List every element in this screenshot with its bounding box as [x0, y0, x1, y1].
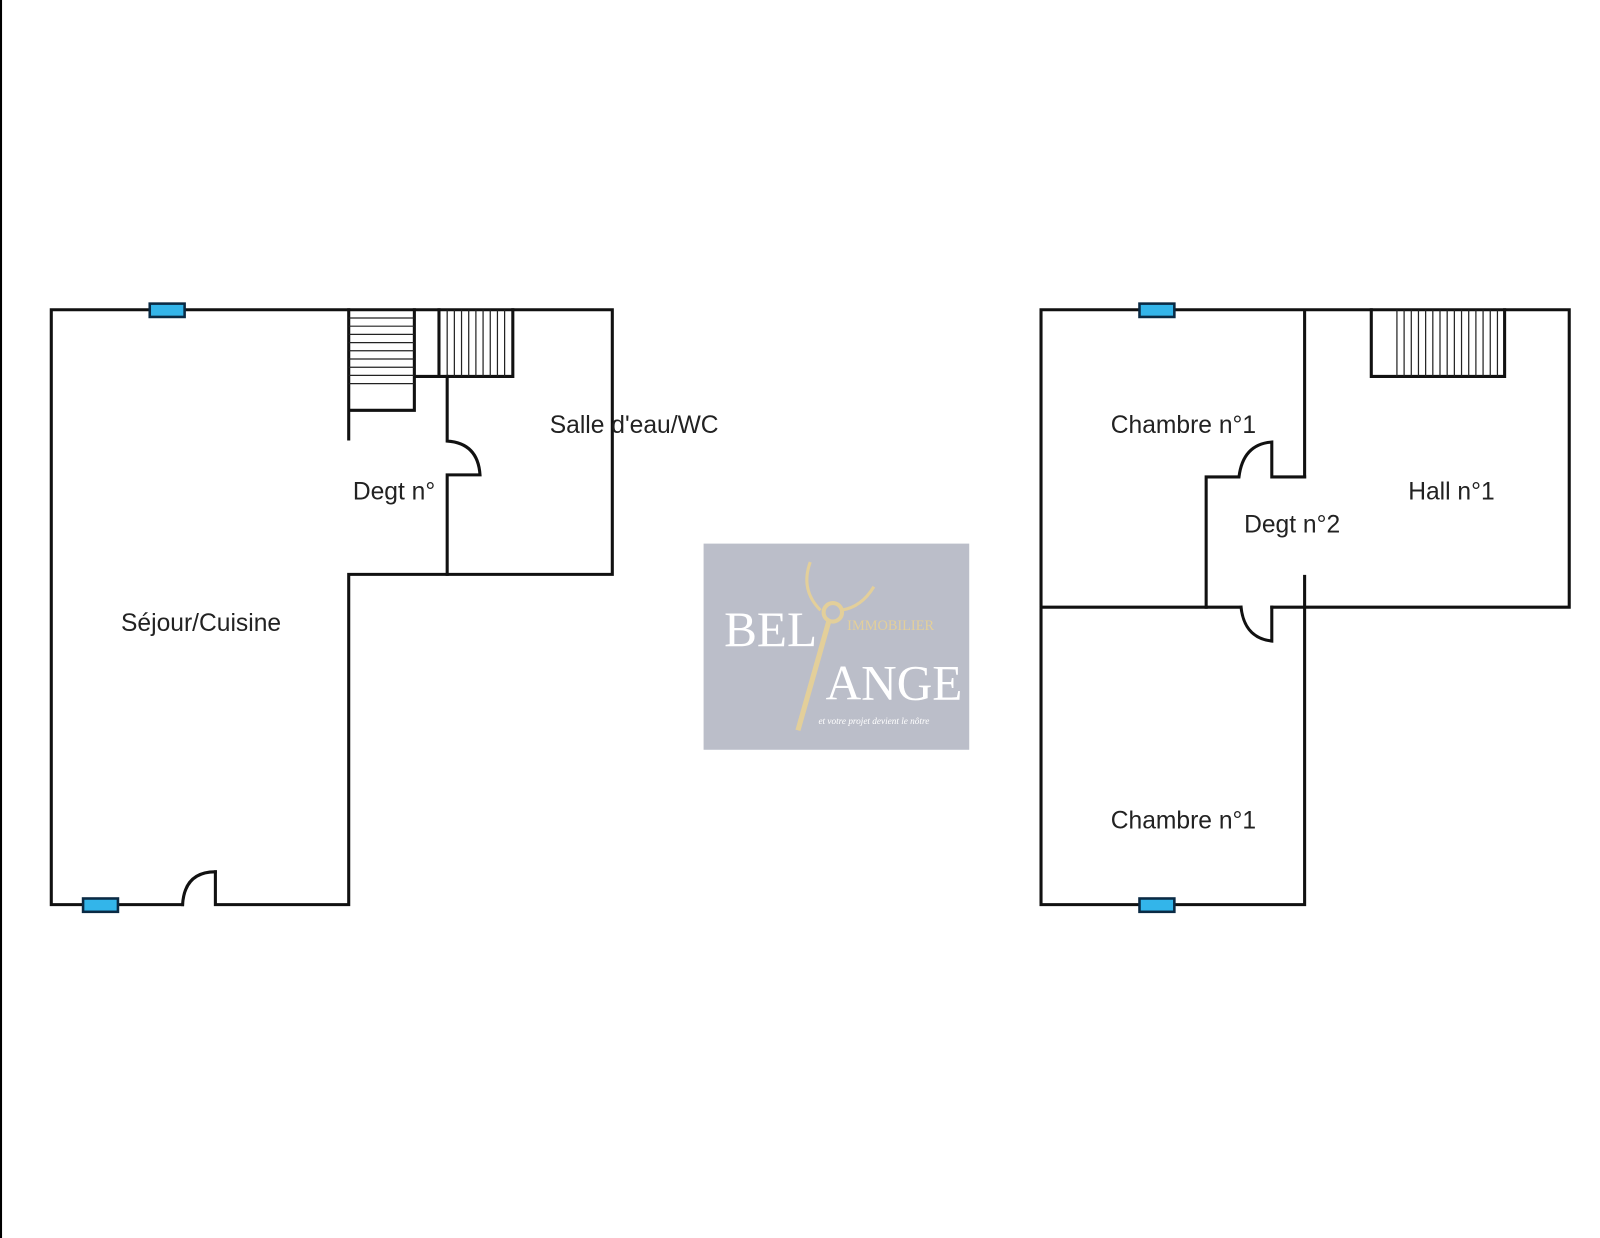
logo-word-ange: ANGE: [826, 656, 963, 711]
room-label-degt1: Degt n°: [353, 479, 435, 506]
staircase-3: [1396, 309, 1499, 377]
key-icon: [821, 601, 845, 624]
outer-walls: [1039, 308, 1571, 907]
room-label-salle: Salle d'eau/WC: [550, 412, 719, 439]
ground-floor-plan: Séjour/Cuisine Degt n° Salle d'eau/WC: [49, 302, 719, 914]
logo-word-bel: BEL: [724, 602, 817, 657]
room-label-chambre-top: Chambre n°1: [1111, 412, 1256, 439]
chambre-door-swing: [1239, 605, 1274, 643]
outer-walls: [49, 308, 614, 907]
wings-icon: [805, 561, 876, 612]
room-label-chambre-bottom: Chambre n°1: [1111, 808, 1256, 835]
window: [81, 897, 120, 914]
window: [148, 302, 186, 319]
room-label-degt2: Degt n°2: [1244, 511, 1340, 538]
agency-logo: BEL IMMOBILIER ANGE et votre projet devi…: [703, 543, 970, 750]
wc-wall-door: [445, 374, 482, 576]
room-label-hall: Hall n°1: [1408, 479, 1494, 506]
logo-tagline: et votre projet devient le nôtre: [818, 716, 929, 726]
window: [1138, 897, 1176, 914]
stair-box: [1369, 308, 1507, 378]
stair-walls: [347, 308, 515, 441]
staircase-2: [446, 309, 506, 377]
room-label-sejour: Séjour/Cuisine: [121, 610, 281, 637]
window: [1138, 302, 1176, 319]
upper-floor-plan: Chambre n°1 Hall n°1 Degt n°2 Chambre n°…: [1039, 302, 1571, 914]
staircase-1: [348, 317, 415, 385]
logo-sub: IMMOBILIER: [847, 618, 934, 634]
degt2-wall-door: [1204, 440, 1307, 609]
entry-door-swing: [180, 870, 217, 907]
